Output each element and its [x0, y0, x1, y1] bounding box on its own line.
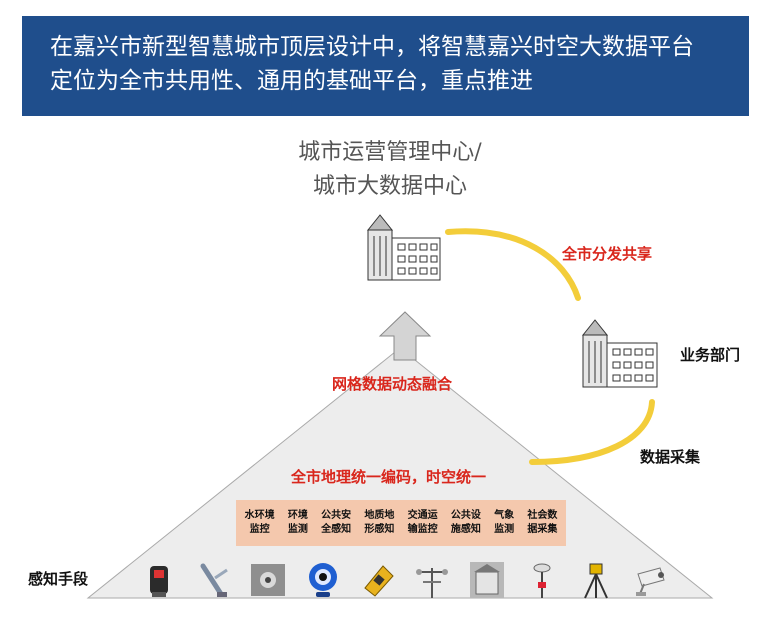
webcam-icon	[304, 560, 342, 600]
business-dept-label: 业务部门	[680, 346, 741, 364]
share-label: 全市分发共享	[562, 245, 653, 263]
category-environment: 环境监测	[287, 510, 308, 535]
category-public-safety: 公共安全感知	[321, 510, 352, 535]
banner-line-1: 在嘉兴市新型智慧城市顶层设计中，将智慧嘉兴时空大数据平台	[50, 34, 694, 60]
sensor-photo-icon	[249, 560, 287, 600]
up-arrow	[378, 311, 432, 361]
grid-fusion-label: 网格数据动态融合	[332, 375, 453, 393]
category-transport: 交通运输监控	[407, 510, 438, 535]
category-social-data: 社会数据采集	[527, 510, 558, 535]
city-center-title-line-2: 城市大数据中心	[312, 174, 467, 199]
scanner-icon	[140, 560, 178, 600]
security-camera-icon	[632, 560, 670, 600]
banner-line-2: 定位为全市共用性、通用的基础平台，重点推进	[50, 68, 533, 94]
tripod-survey-icon	[577, 560, 615, 600]
category-geology: 地质地形感知	[364, 510, 395, 535]
geo-unify-label: 全市地理统一编码，时空统一	[291, 468, 487, 486]
category-box: 水环境监控 环境监测 公共安全感知 地质地形感知 交通运输监控 公共设施感知 气…	[236, 500, 566, 546]
category-public-facility: 公共设施感知	[450, 510, 481, 535]
header-banner: 在嘉兴市新型智慧城市顶层设计中，将智慧嘉兴时空大数据平台 定位为全市共用性、通用…	[22, 16, 749, 116]
category-water: 水环境监控	[244, 510, 275, 535]
collect-flow-curve	[529, 399, 655, 465]
city-center-building-icon	[366, 214, 441, 281]
sensor-row	[140, 558, 670, 602]
data-collect-label: 数据采集	[640, 448, 701, 466]
gps-pole-icon	[523, 560, 561, 600]
business-building-icon	[581, 319, 658, 388]
share-flow-curve	[445, 228, 581, 301]
city-center-title-line-1: 城市运营管理中心/	[298, 140, 482, 165]
category-weather: 气象监测	[494, 510, 515, 535]
sensing-label: 感知手段	[28, 570, 89, 588]
monitoring-station-icon	[468, 560, 506, 600]
antenna-icon	[195, 560, 233, 600]
gas-detector-icon	[359, 560, 397, 600]
city-center-title: 城市运营管理中心/ 城市大数据中心	[270, 136, 510, 204]
weather-station-icon	[413, 560, 451, 600]
